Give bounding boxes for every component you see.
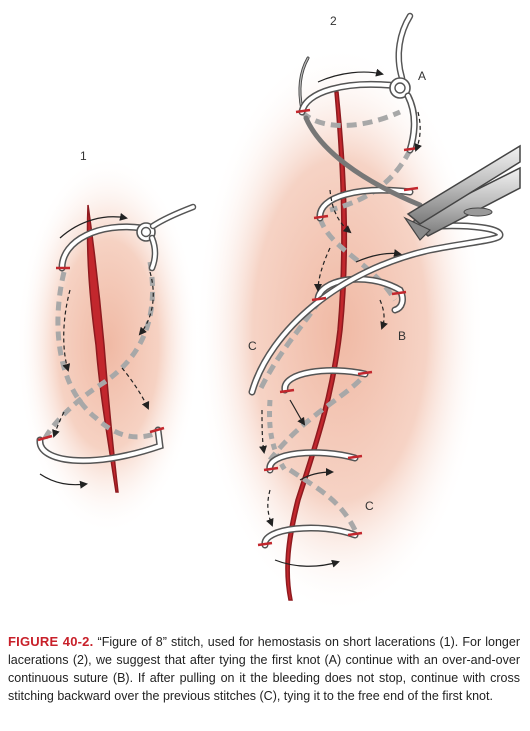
knot-icon [389,77,411,99]
figure-number: FIGURE 40-2. [8,634,94,649]
skin-area-1 [16,155,200,535]
hidden-suture-1b [41,261,156,442]
wound-1 [86,204,119,493]
hidden-suture-1a [55,271,161,440]
panel-2 [195,12,521,610]
entry-marks [257,108,419,547]
continuous-suture-loops [261,186,414,549]
arrow-icon [39,212,154,489]
label-a: A [418,69,426,83]
panel-2-label: 2 [330,14,337,28]
forceps-icon [403,144,521,241]
panel-1-label: 1 [80,149,87,163]
panel-1 [16,155,200,535]
arrow-icon [259,68,422,568]
figure-caption: FIGURE 40-2. “Figure of 8” stitch, used … [8,633,520,705]
label-c-left: C [248,339,257,353]
caption-text: “Figure of 8” stitch, used for hemostasi… [8,635,520,703]
wound-2 [285,91,348,601]
label-b: B [398,329,406,343]
figure-8-stitch-illustration: 1 2 A B C C [16,12,521,610]
label-c-bottom: C [365,499,374,513]
